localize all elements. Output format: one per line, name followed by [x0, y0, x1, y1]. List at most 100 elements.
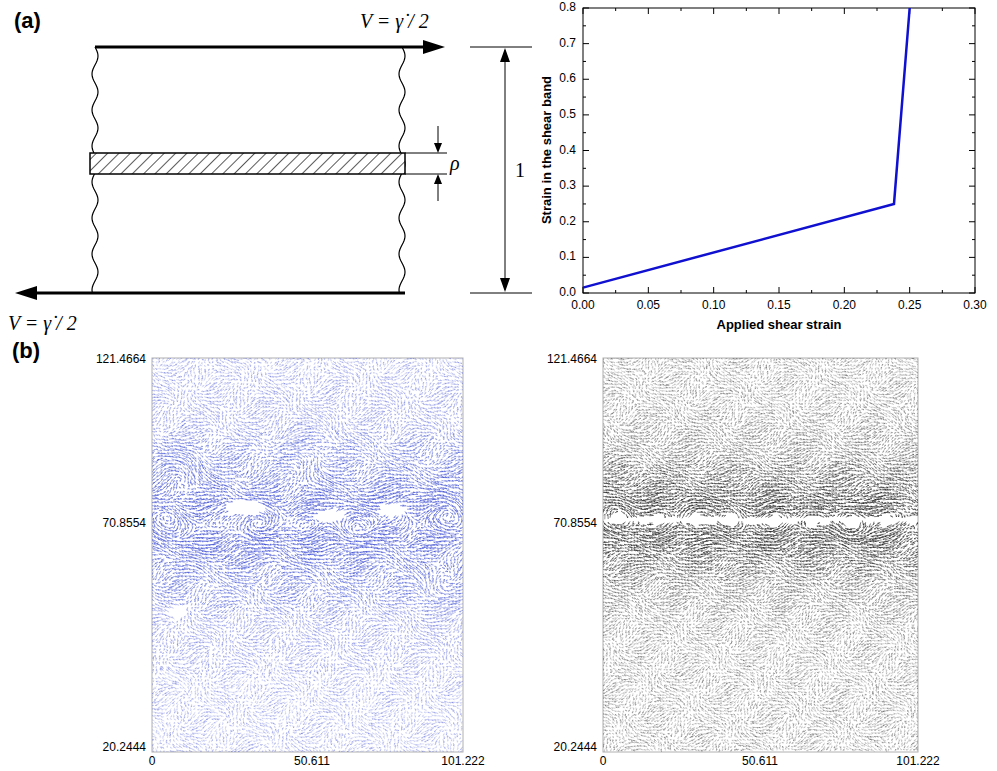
- dimension-line: [505, 50, 506, 290]
- displacement-vectors: [152, 358, 463, 752]
- tick-label: 0.2: [559, 215, 576, 229]
- axis-tick: [844, 8, 845, 14]
- dimension-line: [438, 126, 439, 145]
- coordinate-label: 20.2444: [554, 741, 597, 755]
- axis-title: Applied shear strain: [717, 318, 842, 333]
- axis-tick: [615, 8, 616, 11]
- dimension-line: [405, 153, 447, 154]
- data-line: [583, 8, 910, 288]
- displacement-vectors: [152, 358, 463, 752]
- axis-tick: [877, 290, 878, 293]
- axis-tick: [909, 287, 910, 293]
- tick-label: 0.10: [702, 299, 725, 313]
- vector-plot: [152, 358, 463, 752]
- tick-label: 0.5: [559, 108, 576, 122]
- axis-tick: [942, 8, 943, 11]
- axis-tick: [681, 8, 682, 11]
- axis-tick: [969, 150, 975, 151]
- arrow-head: [434, 143, 442, 153]
- vector-plot: [603, 358, 918, 752]
- axis-tick: [583, 79, 589, 80]
- axis-tick: [583, 132, 586, 133]
- axis-tick: [615, 290, 616, 293]
- tick-label: 0.00: [571, 299, 594, 313]
- axis-tick: [681, 290, 682, 293]
- tick-label: 0.25: [898, 299, 921, 313]
- coordinate-label: 0: [149, 755, 156, 769]
- tick-label: 0.7: [559, 37, 576, 51]
- axis-tick: [583, 8, 589, 9]
- displacement-vectors: [603, 358, 918, 752]
- dimension-line: [470, 293, 532, 294]
- axis-tick: [583, 221, 589, 222]
- axis-tick: [969, 114, 975, 115]
- symbol-label: V = γ̇ / 2: [360, 10, 429, 33]
- axis-tick: [583, 150, 589, 151]
- tick-label: 0.15: [767, 299, 790, 313]
- axis-tick: [969, 293, 975, 294]
- axis-tick: [648, 8, 649, 14]
- axis-tick: [972, 203, 975, 204]
- coordinate-label: 70.8554: [554, 517, 597, 531]
- axis-tick: [969, 79, 975, 80]
- axis-tick: [972, 97, 975, 98]
- axis-tick: [583, 293, 589, 294]
- chart-frame: [583, 8, 975, 293]
- tick-label: 0.30: [963, 299, 986, 313]
- axis-tick: [583, 239, 586, 240]
- coordinate-label: 101.222: [441, 755, 484, 769]
- axis-tick: [844, 287, 845, 293]
- axis-tick: [583, 97, 586, 98]
- arrow-head: [500, 278, 510, 292]
- bottom-plate: [36, 291, 405, 294]
- tick-label: 0.6: [559, 72, 576, 86]
- axis-tick: [583, 275, 586, 276]
- axis-tick: [648, 287, 649, 293]
- axis-tick: [969, 221, 975, 222]
- axis-tick: [975, 8, 976, 14]
- displacement-vectors: [603, 477, 918, 564]
- displacement-vectors: [603, 358, 918, 752]
- axis-tick: [972, 25, 975, 26]
- axis-tick: [713, 287, 714, 293]
- axis-tick: [583, 25, 586, 26]
- strain-chart: [583, 8, 975, 293]
- axis-title: Strain in the shear band: [540, 76, 555, 224]
- axis-tick: [969, 43, 975, 44]
- tick-label: 0.3: [559, 179, 576, 193]
- panel-label: (a): [14, 8, 41, 33]
- arrow-head: [434, 174, 442, 184]
- axis-tick: [746, 290, 747, 293]
- axis-tick: [969, 257, 975, 258]
- axis-tick: [583, 114, 589, 115]
- vector-fields: [149, 356, 921, 753]
- displacement-vectors: [152, 420, 463, 623]
- tick-label: 0.05: [637, 299, 660, 313]
- dimension-line: [405, 174, 447, 175]
- axis-tick: [779, 8, 780, 14]
- axis-tick: [583, 61, 586, 62]
- dimension-line: [438, 182, 439, 201]
- arrow-head: [15, 286, 37, 300]
- axis-tick: [811, 8, 812, 11]
- axis-tick: [942, 290, 943, 293]
- axis-tick: [975, 287, 976, 293]
- band-ground: [90, 153, 405, 174]
- displacement-vectors: [603, 451, 918, 588]
- dimension-label: 1: [515, 159, 525, 182]
- arrow-head: [423, 40, 445, 54]
- axis-tick: [972, 132, 975, 133]
- axis-tick: [969, 186, 975, 187]
- top-plate: [95, 45, 425, 48]
- panel-label: (b): [12, 338, 40, 363]
- tick-label: 0.0: [559, 286, 576, 300]
- axis-tick: [583, 8, 584, 14]
- axis-tick: [972, 168, 975, 169]
- coordinate-label: 50.611: [742, 755, 778, 769]
- coordinate-label: 101.222: [896, 755, 939, 769]
- axis-tick: [779, 287, 780, 293]
- tick-label: 0.8: [559, 1, 576, 15]
- shear-band: [90, 153, 405, 174]
